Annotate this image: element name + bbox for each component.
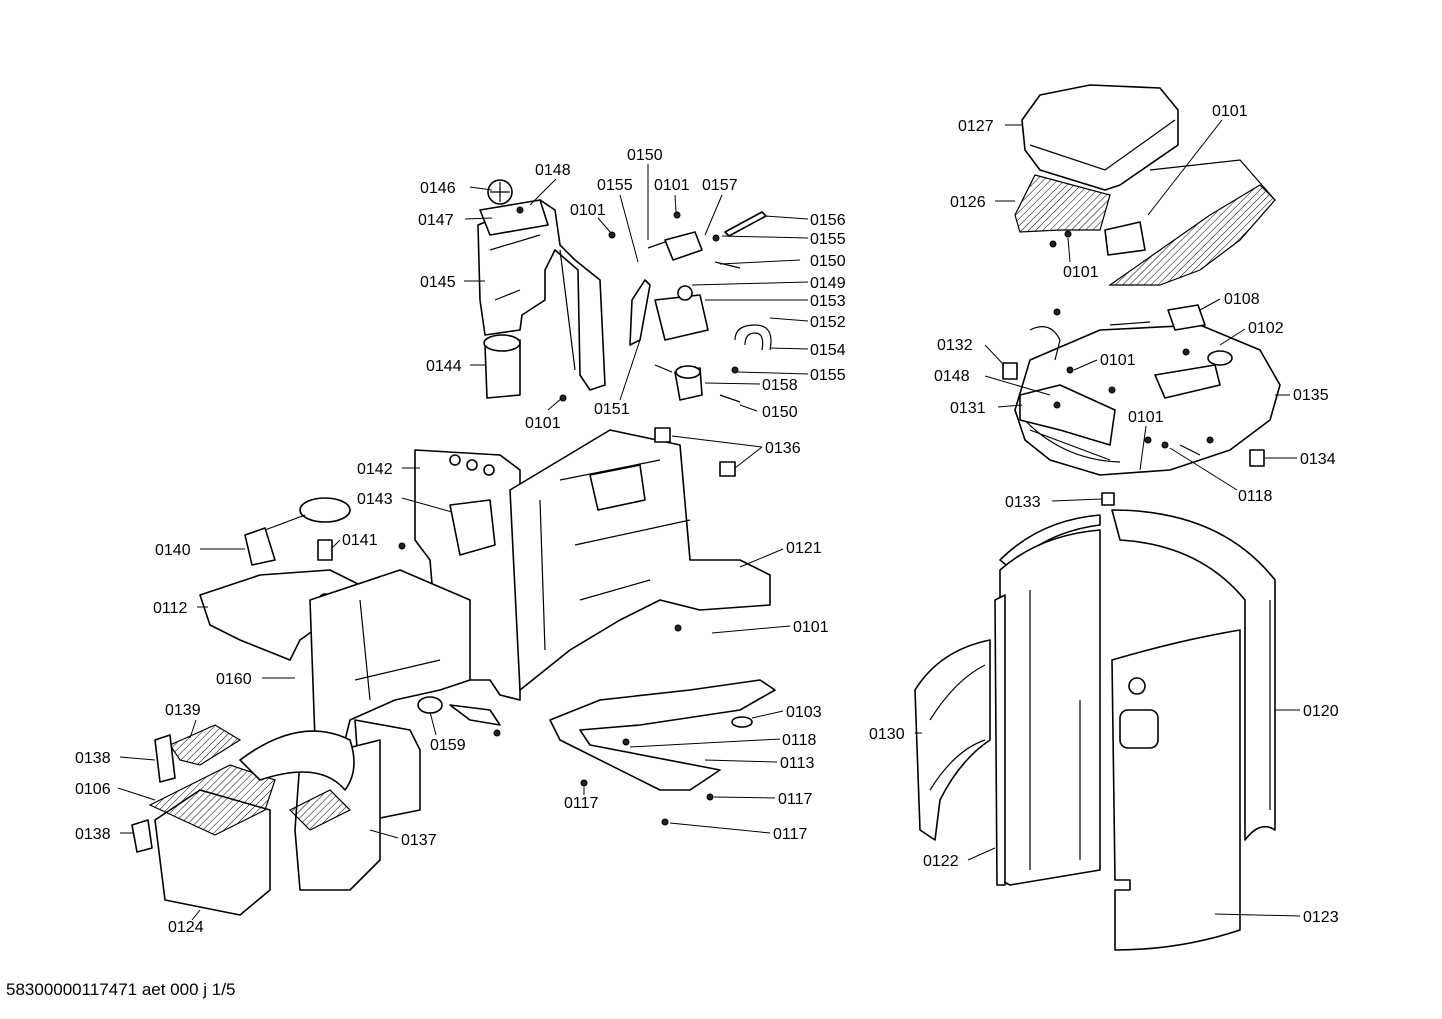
callout-label: 0101 xyxy=(1063,264,1099,281)
callout-label: 0142 xyxy=(357,461,393,478)
drip-tray-assembly xyxy=(131,497,501,916)
callout-label: 0156 xyxy=(810,212,846,229)
callout-label: 0101 xyxy=(654,177,690,194)
callout-label: 0133 xyxy=(1005,494,1041,511)
callout-label: 0151 xyxy=(594,401,630,418)
callout-label: 0118 xyxy=(782,732,817,749)
leader-lines xyxy=(117,119,1301,921)
callout-label: 0137 xyxy=(401,832,437,849)
callout-label: 0121 xyxy=(786,540,822,557)
callout-label: 0149 xyxy=(810,275,846,292)
callout-label: 0126 xyxy=(950,194,986,211)
chassis-assembly xyxy=(398,427,776,826)
callout-labels: 0146 0148 0150 0155 0101 0157 0147 0101 … xyxy=(75,103,1339,936)
callout-label: 0147 xyxy=(418,212,454,229)
callout-label: 0145 xyxy=(420,274,456,291)
callout-label: 0157 xyxy=(702,177,738,194)
callout-label: 0120 xyxy=(1303,703,1339,720)
callout-label: 0150 xyxy=(627,147,663,164)
callout-label: 0113 xyxy=(780,755,815,772)
callout-label: 0117 xyxy=(778,791,813,808)
callout-label: 0106 xyxy=(75,781,111,798)
callout-label: 0127 xyxy=(958,118,994,135)
callout-label: 0101 xyxy=(1100,352,1136,369)
callout-label: 0141 xyxy=(342,532,378,549)
callout-label: 0135 xyxy=(1293,387,1329,404)
callout-label: 0148 xyxy=(934,368,970,385)
callout-label: 0117 xyxy=(564,795,599,812)
callout-label: 0159 xyxy=(430,737,466,754)
callout-label: 0101 xyxy=(1212,103,1248,120)
callout-label: 0143 xyxy=(357,491,393,508)
callout-label: 0136 xyxy=(765,440,801,457)
callout-label: 0139 xyxy=(165,702,201,719)
callout-label: 0108 xyxy=(1224,291,1260,308)
callout-label: 0150 xyxy=(762,404,798,421)
callout-label: 0150 xyxy=(810,253,846,270)
callout-label: 0153 xyxy=(810,293,846,310)
callout-label: 0155 xyxy=(810,367,846,384)
callout-label: 0131 xyxy=(950,400,986,417)
callout-label: 0154 xyxy=(810,342,846,359)
document-code: 58300000117471 aet 000 j 1/5 xyxy=(6,980,236,999)
callout-label: 0101 xyxy=(570,202,606,219)
callout-label: 0101 xyxy=(1128,409,1164,426)
callout-label: 0158 xyxy=(762,377,798,394)
callout-label: 0144 xyxy=(426,358,462,375)
callout-label: 0112 xyxy=(153,600,188,617)
callout-label: 0148 xyxy=(535,162,571,179)
callout-label: 0130 xyxy=(869,726,905,743)
housing-assembly xyxy=(914,84,1281,951)
callout-label: 0122 xyxy=(923,853,959,870)
callout-label: 0138 xyxy=(75,750,111,767)
callout-label: 0101 xyxy=(525,415,561,432)
callout-label: 0155 xyxy=(597,177,633,194)
callout-label: 0102 xyxy=(1248,320,1284,337)
callout-label: 0155 xyxy=(810,231,846,248)
callout-label: 0124 xyxy=(168,919,204,936)
callout-label: 0138 xyxy=(75,826,111,843)
callout-label: 0101 xyxy=(793,619,829,636)
callout-label: 0134 xyxy=(1300,451,1336,468)
brew-unit-assembly xyxy=(477,179,772,403)
callout-label: 0123 xyxy=(1303,909,1339,926)
callout-label: 0152 xyxy=(810,314,846,331)
callout-label: 0132 xyxy=(937,337,973,354)
callout-label: 0118 xyxy=(1238,488,1273,505)
callout-label: 0160 xyxy=(216,671,252,688)
callout-label: 0146 xyxy=(420,180,456,197)
callout-label: 0117 xyxy=(773,826,808,843)
callout-label: 0140 xyxy=(155,542,191,559)
callout-label: 0103 xyxy=(786,704,822,721)
